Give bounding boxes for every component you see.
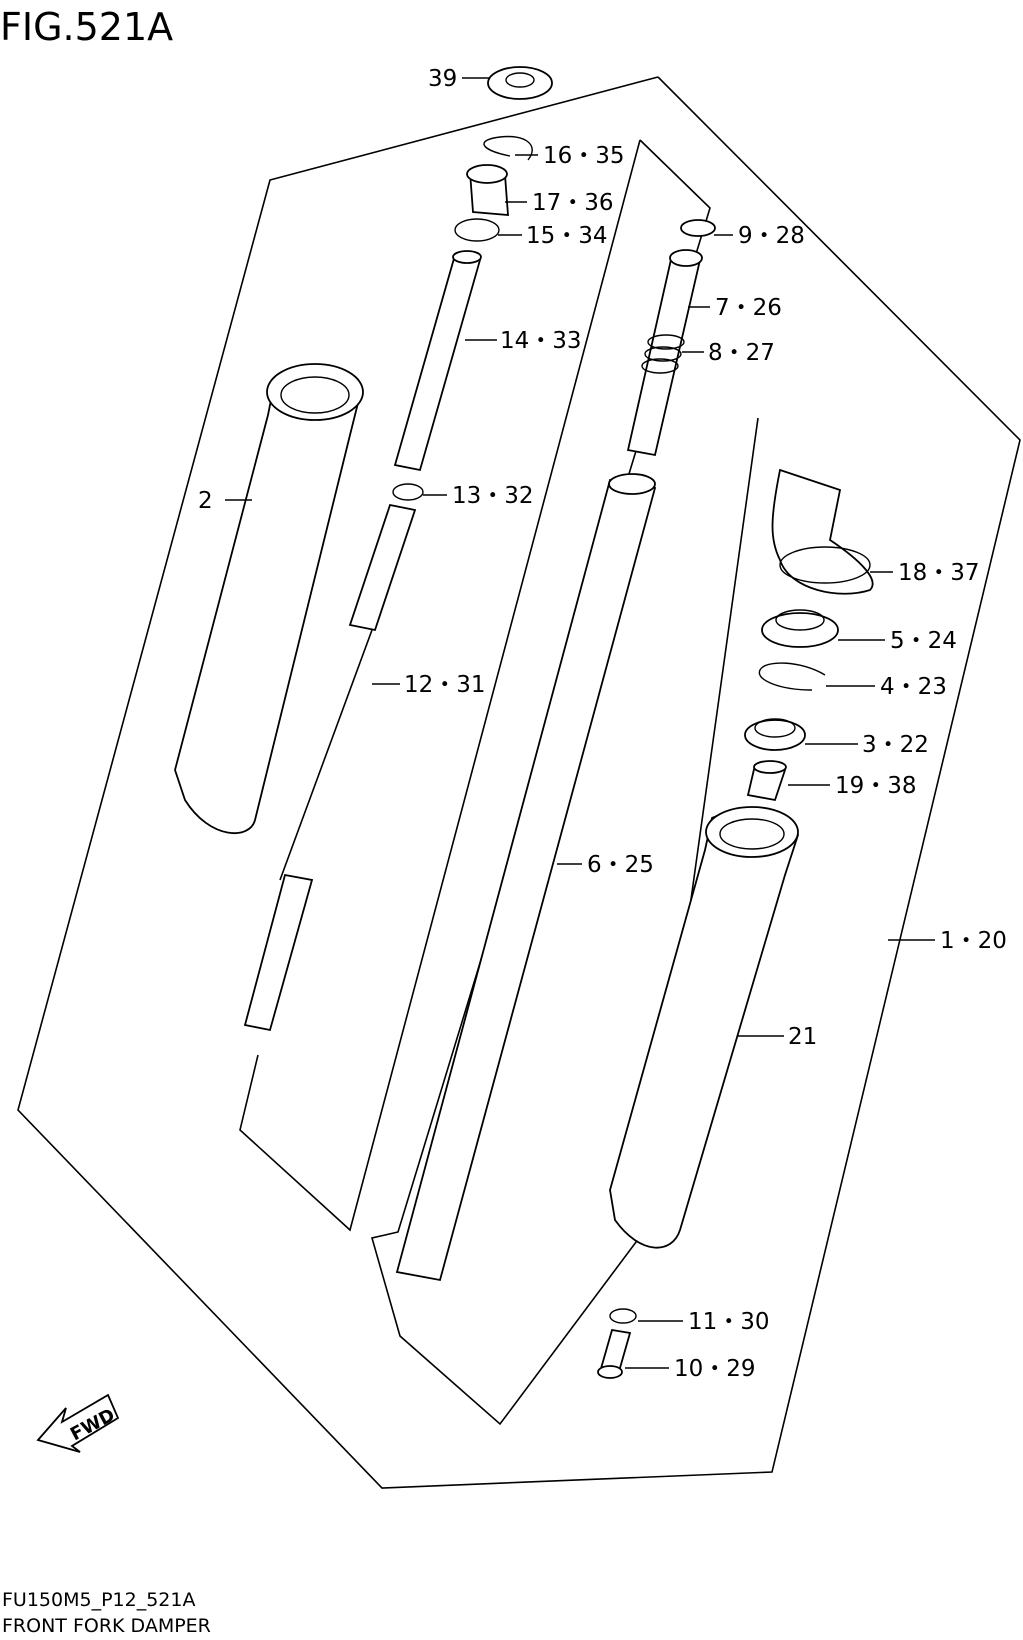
part-12-spring-lower [243, 873, 314, 1032]
part-3-oil-seal [744, 718, 806, 751]
callouts: 39 16・35 17・36 15・34 9・28 7・26 14・33 8・2… [198, 66, 1007, 1382]
part-13-washer [392, 483, 424, 501]
callout-19-38: 19・38 [835, 773, 917, 799]
assembly-outline-outer [17, 76, 1021, 1489]
model-code: FU150M5_P12_521A [2, 1589, 195, 1611]
part-10-bolt [597, 1328, 632, 1379]
part-8-piston-ring [641, 334, 685, 374]
part-12-rod [279, 629, 373, 881]
callout-17-36: 17・36 [532, 190, 614, 216]
callout-14-33: 14・33 [500, 328, 582, 354]
callout-9-28: 9・28 [738, 223, 805, 249]
callout-39: 39 [428, 66, 457, 92]
callout-18-37: 18・37 [898, 560, 980, 586]
part-4-stopper-ring [758, 662, 826, 691]
figure-caption: FRONT FORK DAMPER [2, 1615, 211, 1637]
callout-15-34: 15・34 [526, 223, 608, 249]
part-21-outer-tube [609, 806, 799, 1249]
part-12-spring-upper [348, 503, 417, 632]
part-14-tube [393, 250, 482, 472]
leader-lines [225, 77, 935, 1369]
fwd-arrow-icon: FWD [36, 1393, 120, 1453]
part-19-bushing [746, 760, 787, 802]
part-9-seat [680, 219, 716, 237]
callout-4-23: 4・23 [880, 674, 947, 700]
part-5-dust-seal [761, 609, 839, 648]
assembly-outline-left-group [239, 139, 641, 1232]
callout-10-29: 10・29 [674, 1356, 756, 1382]
callout-1-20: 1・20 [940, 928, 1007, 954]
part-7-damper-rod [626, 249, 703, 457]
callout-3-22: 3・22 [862, 732, 929, 758]
callout-16-35: 16・35 [543, 143, 625, 169]
callout-8-27: 8・27 [708, 340, 775, 366]
part-6-inner-tube [395, 473, 657, 1282]
callout-13-32: 13・32 [452, 483, 534, 509]
part-18-cover [771, 468, 874, 595]
part-11-gasket [609, 1308, 637, 1324]
callout-7-26: 7・26 [715, 295, 782, 321]
callout-5-24: 5・24 [890, 628, 957, 654]
part-17-bushing [466, 164, 509, 216]
part-16-circlip [483, 135, 533, 161]
callout-2: 2 [198, 488, 213, 514]
callout-11-30: 11・30 [688, 1309, 770, 1335]
callout-12-31: 12・31 [404, 672, 486, 698]
part-39-cap [487, 66, 553, 100]
part-2-outer-tube [174, 363, 364, 834]
callout-6-25: 6・25 [587, 852, 654, 878]
part-15-oring [454, 218, 500, 242]
callout-21: 21 [788, 1024, 817, 1050]
figure-title: FIG.521A [0, 5, 173, 49]
